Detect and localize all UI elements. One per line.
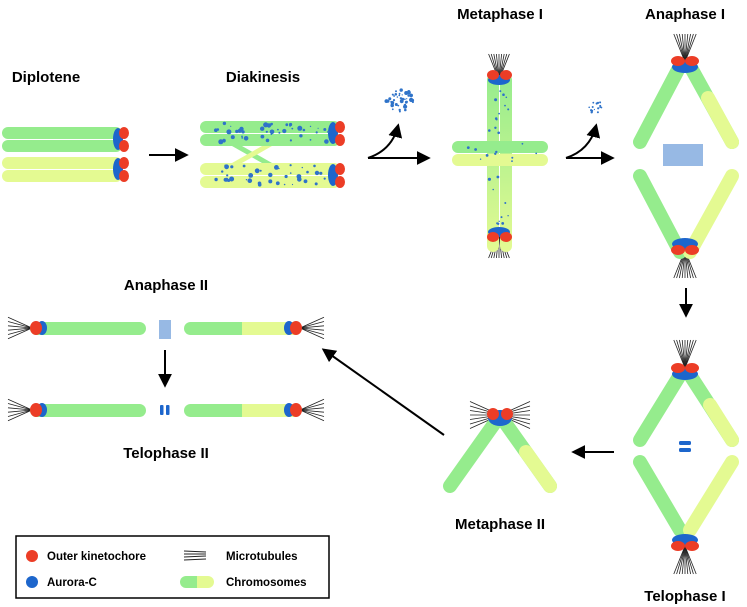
label-telophase-2: Telophase II bbox=[123, 445, 209, 462]
metaphase2-chromosome bbox=[443, 401, 557, 493]
telophase1-chromosomes bbox=[633, 339, 739, 575]
microtubules-swatch bbox=[183, 550, 207, 561]
anaphase1-chromosomes bbox=[633, 33, 739, 279]
label-anaphase-2: Anaphase II bbox=[124, 277, 208, 294]
label-metaphase-1: Metaphase I bbox=[457, 6, 543, 23]
arrow-aurora-release-1 bbox=[367, 123, 403, 159]
aurora-c-swatch bbox=[26, 576, 38, 588]
legend-chromosomes-label: Chromosomes bbox=[226, 577, 307, 589]
chromosomes-swatch bbox=[180, 576, 214, 588]
aurora-c-cloud-small bbox=[588, 101, 603, 114]
legend-chromosomes: Chromosomes bbox=[180, 576, 307, 589]
label-telophase-1: Telophase I bbox=[644, 588, 725, 605]
aurora-c-cloud-large bbox=[384, 88, 415, 113]
legend-microtubules-label: Microtubules bbox=[226, 551, 298, 563]
legend: Outer kinetochore Aurora-C Microtubules … bbox=[15, 535, 330, 599]
label-metaphase-2: Metaphase II bbox=[455, 516, 545, 533]
diakinesis-chromosomes bbox=[200, 121, 345, 188]
telophase2-chromatids bbox=[7, 398, 325, 422]
legend-aurora-c-label: Aurora-C bbox=[47, 577, 97, 589]
arrow-metaphase2-anaphase2 bbox=[321, 348, 445, 436]
label-anaphase-1: Anaphase I bbox=[645, 6, 725, 23]
legend-aurora-c: Aurora-C bbox=[26, 576, 97, 589]
legend-outer-kinetochore-label: Outer kinetochore bbox=[47, 551, 146, 563]
legend-microtubules: Microtubules bbox=[183, 550, 298, 563]
outer-kinetochore-swatch bbox=[26, 550, 38, 562]
label-diakinesis: Diakinesis bbox=[226, 69, 300, 86]
diplotene-chromosomes bbox=[2, 127, 129, 182]
label-diplotene: Diplotene bbox=[12, 69, 80, 86]
legend-outer-kinetochore: Outer kinetochore bbox=[26, 550, 146, 563]
anaphase2-chromatids bbox=[7, 316, 325, 340]
metaphase1-bivalent bbox=[452, 53, 548, 259]
arrow-aurora-release-2 bbox=[565, 123, 601, 159]
